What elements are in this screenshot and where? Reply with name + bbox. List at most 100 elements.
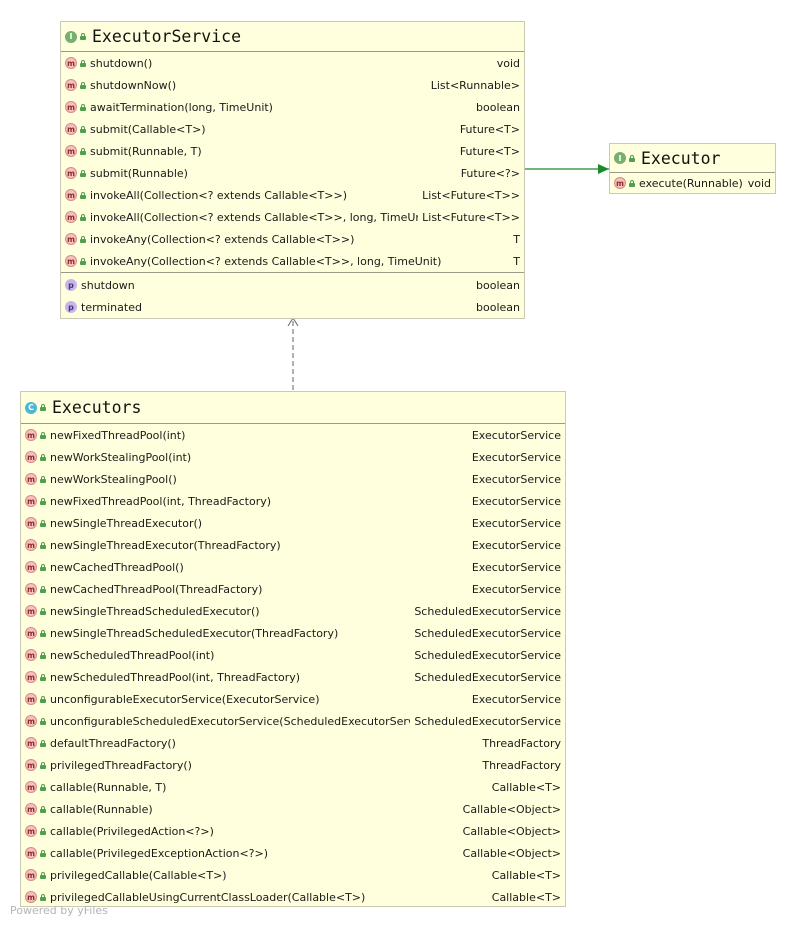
method-name: invokeAny(Collection<? extends Callable<… [90,232,355,246]
public-lock-icon [40,761,46,769]
public-lock-icon [40,651,46,659]
method-name: invokeAll(Collection<? extends Callable<… [90,210,419,224]
return-type: Callable<T> [491,780,561,794]
method-name: submit(Runnable, T) [90,144,202,158]
return-type: void [496,56,520,70]
method-row[interactable]: m newSingleThreadScheduledExecutor(Thread… [21,622,565,644]
public-lock-icon [80,257,86,265]
method-icon: m [65,167,77,179]
method-name: newSingleThreadScheduledExecutor(ThreadF… [50,626,339,640]
method-name: submit(Callable<T>) [90,122,206,136]
method-icon: m [25,495,37,507]
return-type: ExecutorService [471,516,561,530]
executor-service-title: ExecutorService [92,27,242,46]
public-lock-icon [80,169,86,177]
return-type: ScheduledExecutorService [414,604,561,618]
method-icon: m [25,429,37,441]
method-icon: m [25,451,37,463]
return-type: Callable<Object> [462,824,561,838]
method-name: newFixedThreadPool(int) [50,428,186,442]
executor-header: I Executor [610,144,775,173]
return-type: T [513,254,520,268]
method-icon: m [25,627,37,639]
method-name: privilegedCallableUsingCurrentClassLoade… [50,890,366,904]
method-name: newSingleThreadExecutor(ThreadFactory) [50,538,281,552]
method-icon: m [25,869,37,881]
method-row[interactable]: m newScheduledThreadPool(int, ThreadFacto… [21,666,565,688]
return-type: Callable<T> [491,868,561,882]
public-lock-icon [80,235,86,243]
method-name: newScheduledThreadPool(int, ThreadFactor… [50,670,301,684]
return-type: ExecutorService [471,582,561,596]
method-icon: m [25,847,37,859]
public-lock-icon [40,563,46,571]
return-type: ExecutorService [471,450,561,464]
method-name: privilegedThreadFactory() [50,758,192,772]
method-icon: m [25,693,37,705]
public-lock-icon [40,453,46,461]
executors-title: Executors [52,398,142,417]
method-icon: m [25,473,37,485]
method-name: callable(PrivilegedExceptionAction<?>) [50,846,269,860]
method-icon: m [65,189,77,201]
public-lock-icon [40,717,46,725]
public-lock-icon [40,431,46,439]
method-icon: m [65,255,77,267]
method-row[interactable]: m newCachedThreadPool(ThreadFactory) Execu… [21,578,565,600]
method-icon: m [65,145,77,157]
method-icon: m [25,825,37,837]
method-name: submit(Runnable) [90,166,188,180]
method-name: unconfigurableScheduledExecutorService(S… [50,714,411,728]
method-icon: m [25,583,37,595]
return-type: List<Runnable> [430,78,520,92]
method-icon: m [25,671,37,683]
public-lock-icon [40,585,46,593]
method-name: newSingleThreadScheduledExecutor() [50,604,260,618]
public-lock-icon [40,739,46,747]
method-name: awaitTermination(long, TimeUnit) [90,100,273,114]
executor-service-header: I ExecutorService [61,22,524,52]
property-name: terminated [81,300,142,314]
method-name: shutdown() [90,56,153,70]
method-name: newCachedThreadPool(ThreadFactory) [50,582,263,596]
property-icon: p [65,301,77,313]
public-lock-icon [40,629,46,637]
